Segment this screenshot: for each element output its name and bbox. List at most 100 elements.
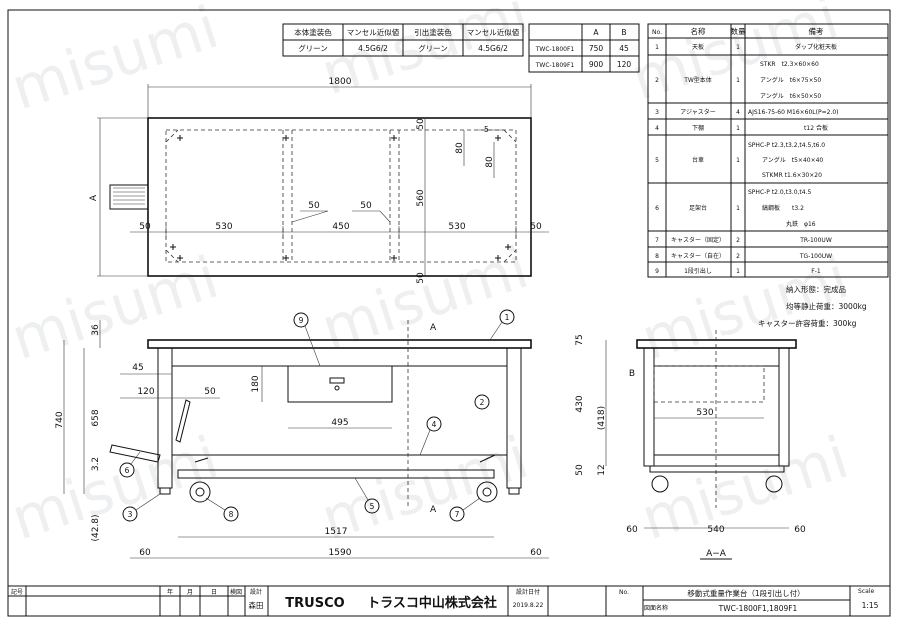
part-qty: 1 <box>736 44 740 51</box>
dim-side-60: 60 <box>626 525 638 535</box>
dim-left-bay: 530 <box>215 222 232 232</box>
balloon-3: 3 <box>122 493 161 522</box>
tb-model-label: 図面名称 <box>644 604 668 612</box>
part-qty: 1 <box>736 268 740 275</box>
balloon-5: 5 <box>354 477 380 514</box>
dim-50-right: 50 <box>360 201 372 211</box>
svg-text:1: 1 <box>505 313 510 322</box>
part-no: 9 <box>655 268 659 275</box>
side-view: 75 B (418) 430 530 12 50 60 540 60 A−A <box>575 330 806 560</box>
dim-outer-width: 1590 <box>329 548 352 558</box>
part-note: t12 合板 <box>804 124 828 132</box>
tb-year: 年 <box>167 588 173 596</box>
dim-corner-5: 5 <box>484 125 489 134</box>
part-note: ダップ化粧天板 <box>795 43 837 51</box>
part-name: 下棚 <box>692 124 704 132</box>
color-header: マンセル近似値 <box>347 27 400 37</box>
dim-side-50: 50 <box>575 464 585 476</box>
watermark: misumi <box>313 0 536 108</box>
tb-date: 2019.8.22 <box>513 602 544 609</box>
note-delivery: 納入形態：完成品 <box>786 284 846 294</box>
part-note: アングル t6×50×50 <box>760 92 821 100</box>
part-qty: 1 <box>736 157 740 164</box>
size-cell: 120 <box>617 60 632 69</box>
note-caster-load: キャスター許容荷重：300kg <box>758 318 857 328</box>
part-name: キャスター（自在） <box>671 252 725 260</box>
part-note: アングル t5×40×40 <box>762 156 823 164</box>
part-note: STKMR t1.6×30×20 <box>762 172 822 179</box>
color-cell: 4.5G6/2 <box>358 44 388 53</box>
part-name: TW型本体 <box>683 76 712 84</box>
color-header: マンセル近似値 <box>467 27 520 37</box>
watermark: misumi <box>3 0 226 123</box>
dim-side-418: (418) <box>597 406 607 430</box>
dim-corner-80: 80 <box>455 142 465 154</box>
part-name: アジャスター <box>680 108 715 116</box>
dim-depth-bottom: 50 <box>416 272 426 284</box>
part-no: 2 <box>655 77 659 84</box>
tb-day: 日 <box>211 589 217 596</box>
dim-drawer-width: 495 <box>331 418 348 428</box>
dim-bottom-gap: 3.2 <box>91 457 101 471</box>
part-note: TR-100UW <box>799 237 832 244</box>
color-table: 本体塗装色 マンセル近似値 引出塗装色 マンセル近似値 グリーン 4.5G6/2… <box>282 23 524 57</box>
tb-scale: 1:15 <box>862 601 879 610</box>
balloon-1: 1 <box>489 309 515 341</box>
tb-date-label: 設計日付 <box>516 588 540 596</box>
dim-right-margin: 50 <box>530 222 542 232</box>
title-block: 記号 年 月 日 検図 設計 森田 TRUSCO トラスコ中山株式会社 設計日付… <box>7 585 891 617</box>
color-header: 引出塗装色 <box>414 27 452 37</box>
svg-text:5: 5 <box>370 502 375 511</box>
dim-top-thickness: 36 <box>91 324 101 336</box>
part-note: STKR t2.3×60×60 <box>760 61 819 68</box>
tb-month: 月 <box>187 589 193 596</box>
part-qty: 1 <box>736 125 740 132</box>
parts-table: No. 名称 数量 備考 1 天板 1 ダップ化粧天板 2 TW型本体 1 ST… <box>647 23 889 278</box>
svg-text:4: 4 <box>432 420 437 429</box>
dim-side-540: 540 <box>707 525 724 535</box>
dim-drawer-height: 180 <box>251 375 261 392</box>
part-name: 天板 <box>692 43 704 51</box>
color-header: 本体塗装色 <box>294 27 332 37</box>
dim-50-left: 50 <box>308 201 320 211</box>
part-note: F-1 <box>811 268 821 275</box>
dim-side-75: 75 <box>575 334 585 345</box>
dim-side-60b: 60 <box>794 525 806 535</box>
balloon-7: 7 <box>449 497 481 522</box>
size-header: B <box>621 28 626 37</box>
dim-side-B: B <box>629 369 635 379</box>
section-A-bottom: A <box>430 505 437 515</box>
balloon-6: 6 <box>119 451 141 478</box>
tb-no: No. <box>619 589 629 596</box>
color-cell: グリーン <box>418 43 448 53</box>
section-caption: A−A <box>706 549 727 559</box>
part-note: 縞鋼板 t3.2 <box>762 204 804 212</box>
svg-text:2: 2 <box>480 398 485 407</box>
dim-center-bay: 450 <box>332 222 349 232</box>
size-model: TWC-1809F1 <box>535 62 575 69</box>
size-cell: 900 <box>589 60 604 69</box>
svg-text:9: 9 <box>299 316 304 325</box>
tb-check: 検図 <box>230 588 242 596</box>
parts-header: No. <box>652 29 662 36</box>
svg-text:3: 3 <box>128 510 133 519</box>
part-no: 5 <box>655 157 659 164</box>
watermark: misumi <box>3 423 226 553</box>
svg-text:6: 6 <box>125 466 130 475</box>
dim-side-60-right: 60 <box>530 548 542 558</box>
part-name: 足架台 <box>689 204 707 212</box>
tb-model: TWC-1800F1,1809F1 <box>718 604 798 613</box>
watermark: misumi <box>3 243 226 373</box>
part-note: アングル t6×75×50 <box>760 76 821 84</box>
part-note: 丸鉄 φ16 <box>786 220 816 228</box>
part-qty: 1 <box>736 77 740 84</box>
dim-depth-top: 50 <box>416 118 426 130</box>
dim-overall-width: 1800 <box>329 77 352 87</box>
size-cell: 750 <box>589 44 604 53</box>
part-no: 7 <box>655 237 659 244</box>
tb-company: トラスコ中山株式会社 <box>367 595 497 611</box>
tb-brand: TRUSCO <box>285 596 344 611</box>
dim-side-530: 530 <box>696 408 713 418</box>
dim-pedal-120: 120 <box>137 387 154 397</box>
